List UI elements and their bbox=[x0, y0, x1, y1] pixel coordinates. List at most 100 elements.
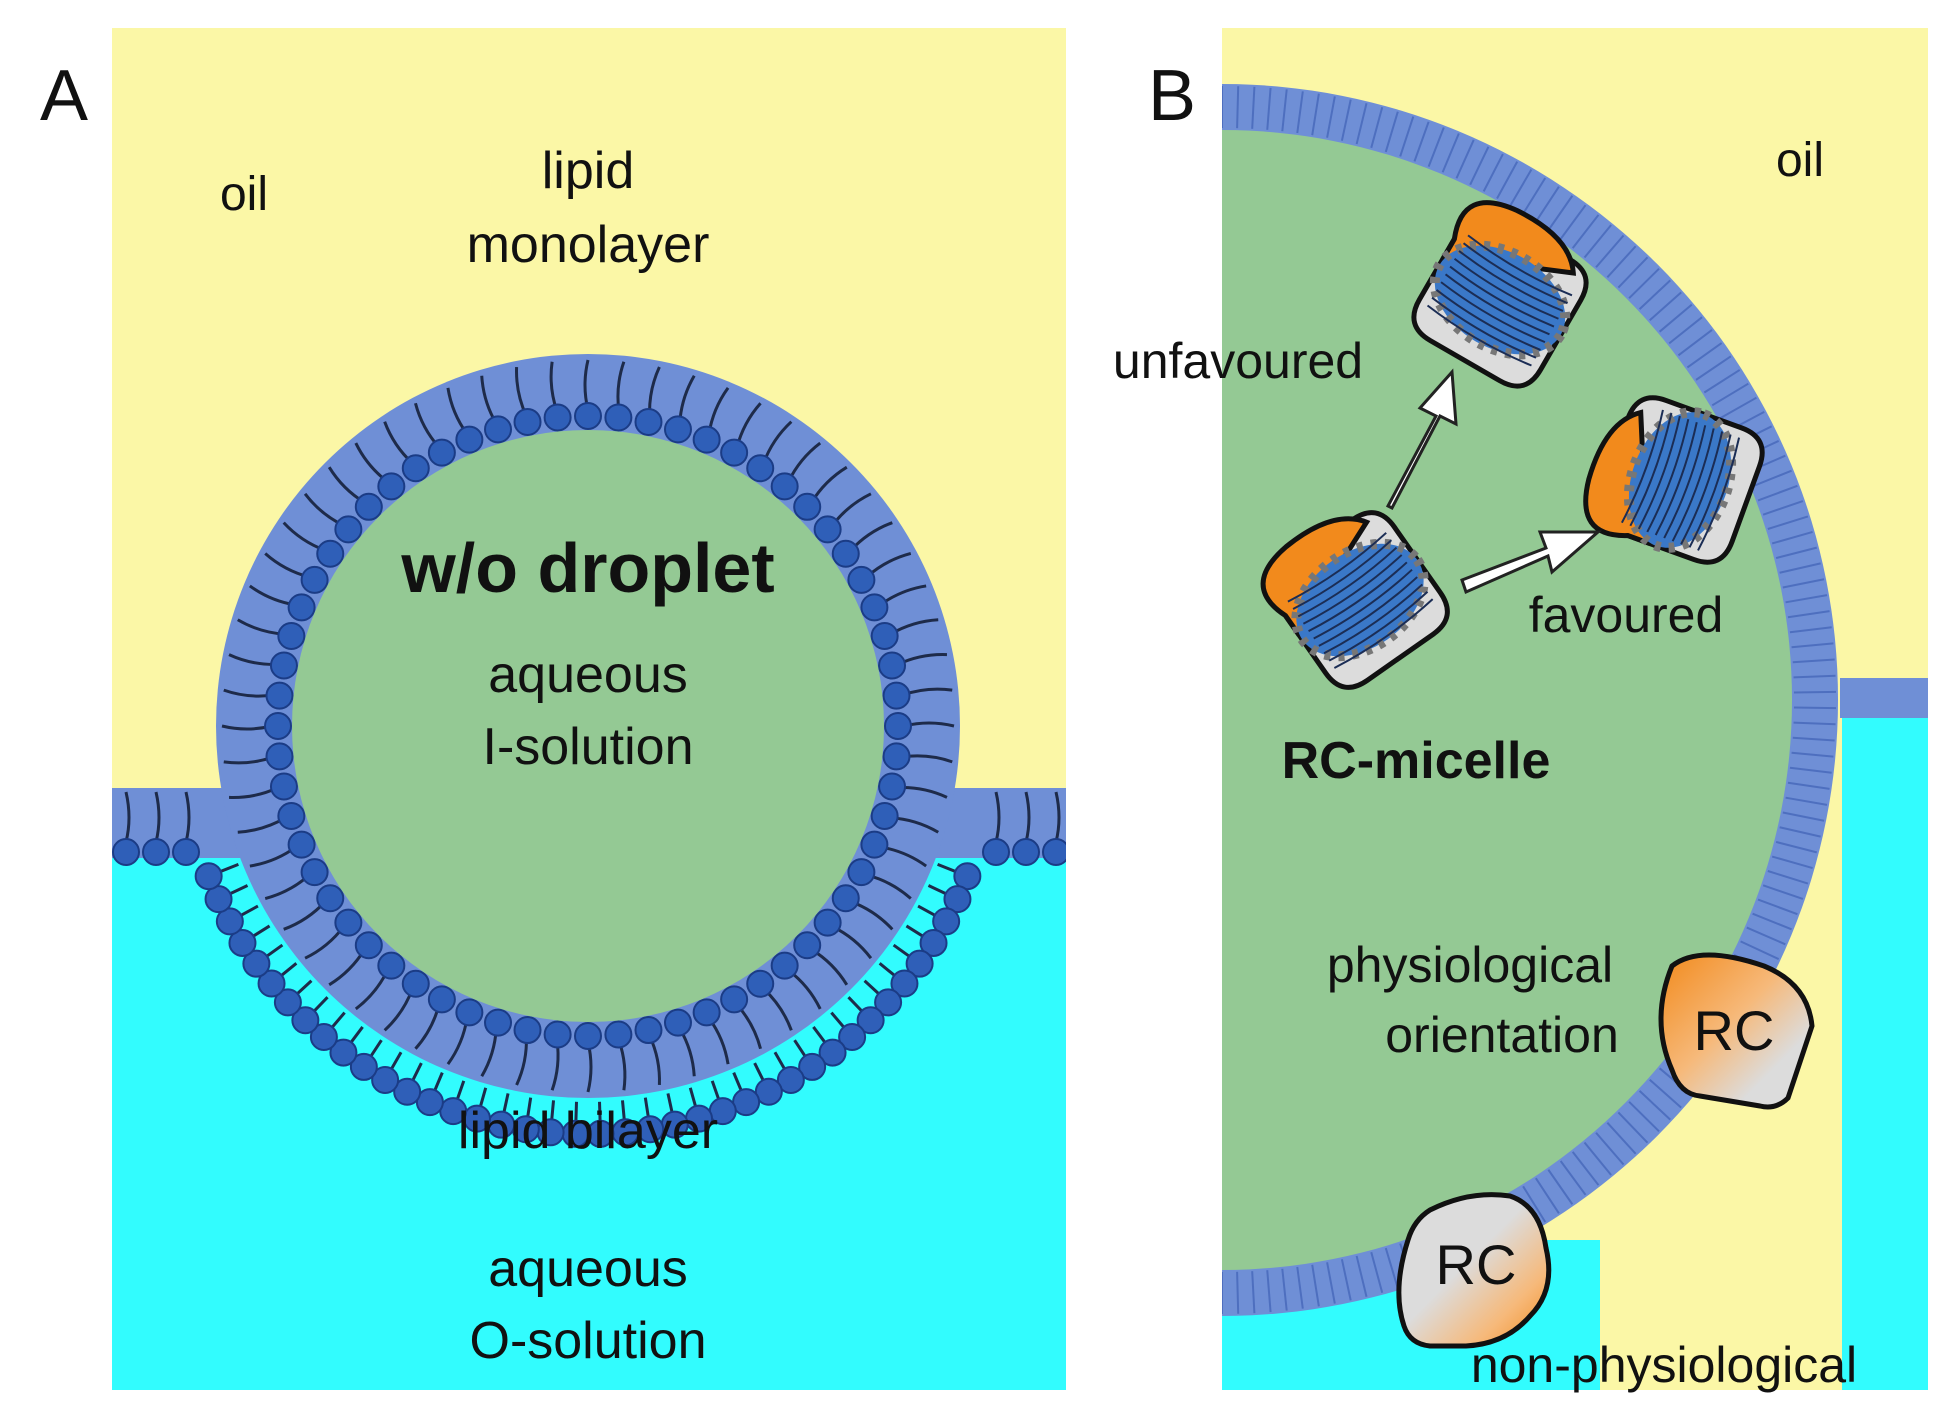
interface-lipid-tails bbox=[124, 791, 1061, 843]
rc-micelle bbox=[1411, 200, 1589, 389]
lipid-head bbox=[354, 931, 383, 960]
membrane-stripe bbox=[1762, 500, 1804, 516]
lipid-head bbox=[377, 472, 406, 501]
lipid-head bbox=[349, 1052, 378, 1081]
detergent-tail bbox=[1629, 412, 1673, 527]
membrane-stripe bbox=[1571, 1151, 1600, 1186]
membrane-stripe bbox=[1757, 484, 1798, 502]
lipid-head bbox=[890, 969, 919, 998]
lipid-head bbox=[277, 801, 306, 830]
lipid-head bbox=[720, 438, 749, 467]
membrane-stripe bbox=[1649, 1078, 1682, 1109]
lipid-head bbox=[269, 651, 298, 680]
membrane-stripe bbox=[1789, 626, 1832, 634]
physiological-label-line2: orientation bbox=[1385, 1007, 1619, 1063]
membrane-stripe bbox=[1326, 96, 1336, 138]
lipid-head bbox=[860, 593, 889, 622]
lipid-head bbox=[884, 712, 912, 740]
membrane-stripe bbox=[1571, 214, 1600, 249]
lipid-head bbox=[604, 1020, 633, 1049]
lipid-head bbox=[287, 593, 316, 622]
lipid-head bbox=[543, 403, 572, 432]
lipid-head bbox=[316, 884, 345, 913]
lipid-head bbox=[932, 907, 961, 936]
membrane-stripe bbox=[1789, 766, 1832, 774]
lipid-head bbox=[1042, 838, 1066, 866]
membrane-stripe bbox=[1355, 1255, 1368, 1297]
panel-b: RC RC bbox=[1222, 28, 1928, 1390]
rc-micelles bbox=[1260, 200, 1765, 690]
membrane-stripe bbox=[1384, 1247, 1399, 1289]
membrane-stripe bbox=[1370, 107, 1384, 149]
membrane-stripe bbox=[1281, 1268, 1288, 1311]
detergent-tail bbox=[1287, 532, 1387, 603]
detergent-tail bbox=[1426, 304, 1532, 367]
membrane-stripe bbox=[1746, 926, 1786, 946]
lipid-head bbox=[269, 772, 298, 801]
detergent-tail bbox=[1637, 415, 1681, 530]
lipid-head bbox=[484, 1008, 513, 1037]
interface-membrane-stub bbox=[1840, 678, 1928, 718]
membrane-stripe bbox=[1668, 316, 1703, 345]
membrane-stripe bbox=[1740, 940, 1780, 960]
membrane-stripe bbox=[1266, 1270, 1272, 1313]
lipid-head bbox=[393, 1077, 422, 1106]
membrane-stripe bbox=[1785, 594, 1828, 604]
lipid-head bbox=[919, 928, 948, 957]
lipid-head bbox=[543, 1020, 572, 1049]
lipid-head bbox=[287, 830, 316, 859]
monolayer-label-line1: lipid bbox=[542, 142, 635, 200]
detergent-tail bbox=[1292, 539, 1393, 610]
lipid-head bbox=[1012, 838, 1040, 866]
lipid-head bbox=[574, 402, 602, 430]
membrane-stripe bbox=[1695, 355, 1732, 381]
membrane-stripe bbox=[1236, 1271, 1240, 1314]
membrane-stripe bbox=[1617, 256, 1649, 289]
detergent-tail bbox=[1431, 296, 1537, 359]
membrane-stripe bbox=[1775, 546, 1818, 560]
membrane-stripe bbox=[1719, 396, 1757, 420]
detergent-tail bbox=[1663, 425, 1707, 539]
membrane-stripe bbox=[1649, 291, 1682, 322]
lipid-head bbox=[215, 907, 244, 936]
detergent-tail bbox=[1654, 422, 1698, 536]
rc-micelle bbox=[1260, 510, 1450, 690]
membrane-stripe bbox=[1413, 121, 1430, 162]
detergent-tail bbox=[1297, 546, 1398, 618]
lipid-head bbox=[793, 492, 822, 521]
lipid-head bbox=[257, 969, 286, 998]
lipid-head bbox=[371, 1065, 400, 1094]
detergent-tail bbox=[1453, 257, 1559, 320]
membrane-stripe bbox=[1752, 469, 1792, 488]
detergent-tail bbox=[1313, 568, 1413, 640]
lipid-head bbox=[574, 1022, 602, 1050]
membrane-stripe bbox=[1775, 840, 1818, 854]
detergent-tail bbox=[1671, 428, 1715, 542]
lipid-head bbox=[692, 425, 721, 454]
oil-label-b: oil bbox=[1776, 134, 1824, 187]
membrane-stripe bbox=[1482, 153, 1504, 192]
detergent-tail bbox=[1621, 409, 1664, 524]
membrane-stripe bbox=[1762, 884, 1804, 900]
lipid-head bbox=[870, 801, 899, 830]
membrane-stripe bbox=[1606, 1122, 1637, 1155]
membrane-stripe bbox=[1793, 721, 1836, 726]
membrane-stripe bbox=[1266, 87, 1272, 130]
membrane-stripe bbox=[1771, 531, 1813, 545]
lipid-head bbox=[377, 951, 406, 980]
detergent-tail bbox=[1467, 234, 1573, 297]
membrane-stripe bbox=[1771, 855, 1813, 869]
membrane-stripe bbox=[1767, 515, 1809, 530]
lipid-head bbox=[309, 1022, 338, 1051]
membrane-stripe bbox=[1236, 86, 1240, 129]
membrane-stripe bbox=[1251, 1271, 1256, 1314]
lipid-head bbox=[746, 454, 775, 483]
lipid-head bbox=[870, 622, 899, 651]
lipid-head bbox=[882, 742, 911, 771]
droplet-lipid-heads bbox=[264, 402, 912, 1050]
membrane-stripe bbox=[1427, 127, 1445, 167]
lipid-head bbox=[427, 438, 456, 467]
detergent-tail bbox=[1449, 265, 1555, 328]
detergent-tail bbox=[1435, 289, 1541, 351]
